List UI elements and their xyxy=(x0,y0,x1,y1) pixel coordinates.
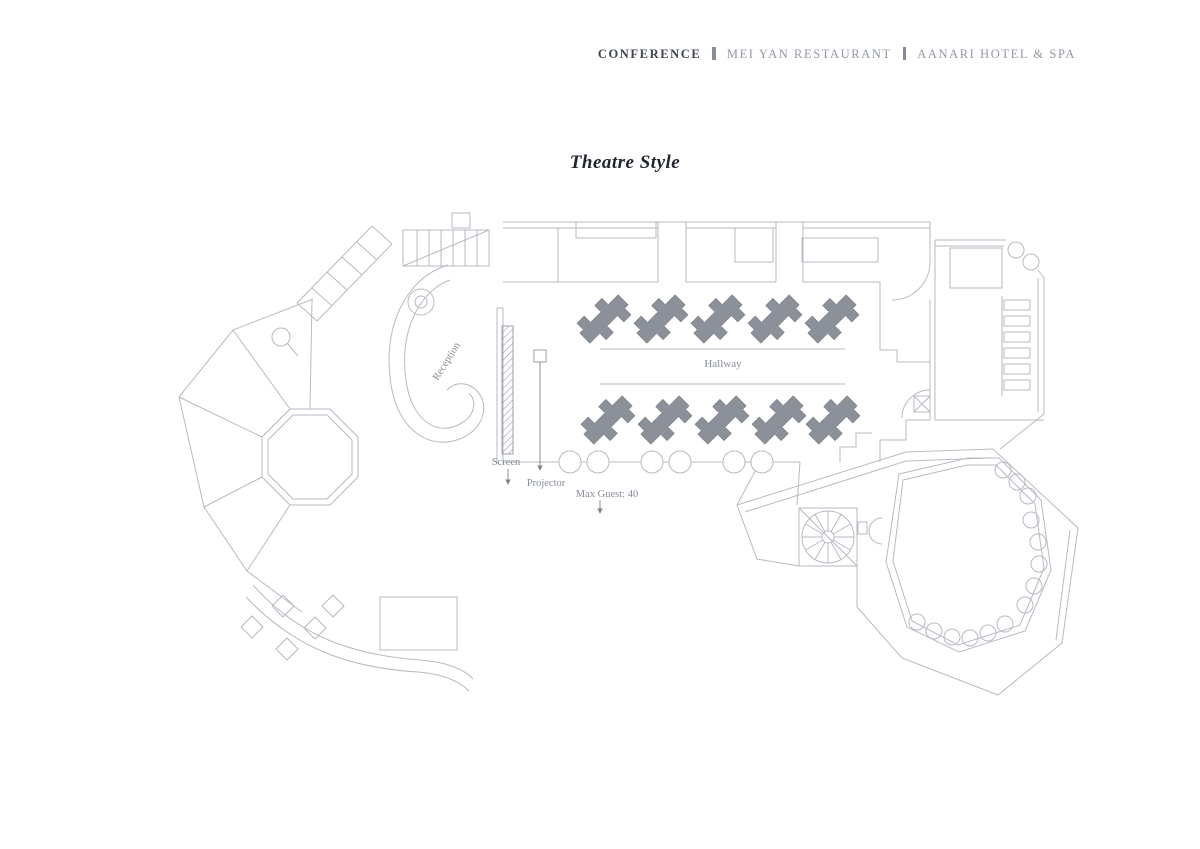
projector-shape xyxy=(533,349,547,363)
screen-shape xyxy=(501,325,514,455)
table xyxy=(691,389,753,451)
spiral-stair xyxy=(798,507,858,567)
reception-desk xyxy=(388,264,485,443)
separator-bar-icon xyxy=(712,47,716,60)
table xyxy=(577,389,639,451)
left-terrace xyxy=(178,225,474,692)
table xyxy=(744,288,806,350)
page-title: Theatre Style xyxy=(569,152,681,173)
hallway-lines xyxy=(600,348,845,385)
screen-label: Screen xyxy=(492,457,521,468)
table xyxy=(801,288,863,350)
table xyxy=(630,288,692,350)
separator-bar-icon xyxy=(902,47,907,60)
hallway-label: Hallway xyxy=(704,358,742,370)
header-conference-label: CONFERENCE xyxy=(597,47,702,61)
header-hotel-label: AANARI HOTEL & SPA xyxy=(917,47,1076,61)
table xyxy=(802,389,864,451)
restroom-block xyxy=(934,239,1045,450)
table xyxy=(687,288,749,350)
table xyxy=(634,389,696,451)
annotation-arrows xyxy=(505,362,603,514)
projector-label: Projector xyxy=(527,478,566,489)
header-restaurant-label: MEI YAN RESTAURANT xyxy=(726,47,892,61)
table xyxy=(748,389,810,451)
banquet-hall xyxy=(736,448,1079,696)
table xyxy=(573,288,635,350)
top-corridor-walls xyxy=(402,212,931,362)
reception-label: Reception xyxy=(431,340,463,383)
column-circles xyxy=(558,450,774,474)
breadcrumb-header: CONFERENCE MEI YAN RESTAURANT AANARI HOTEL… xyxy=(598,47,1076,62)
max-guest-label: Max Guest: 40 xyxy=(576,489,638,500)
